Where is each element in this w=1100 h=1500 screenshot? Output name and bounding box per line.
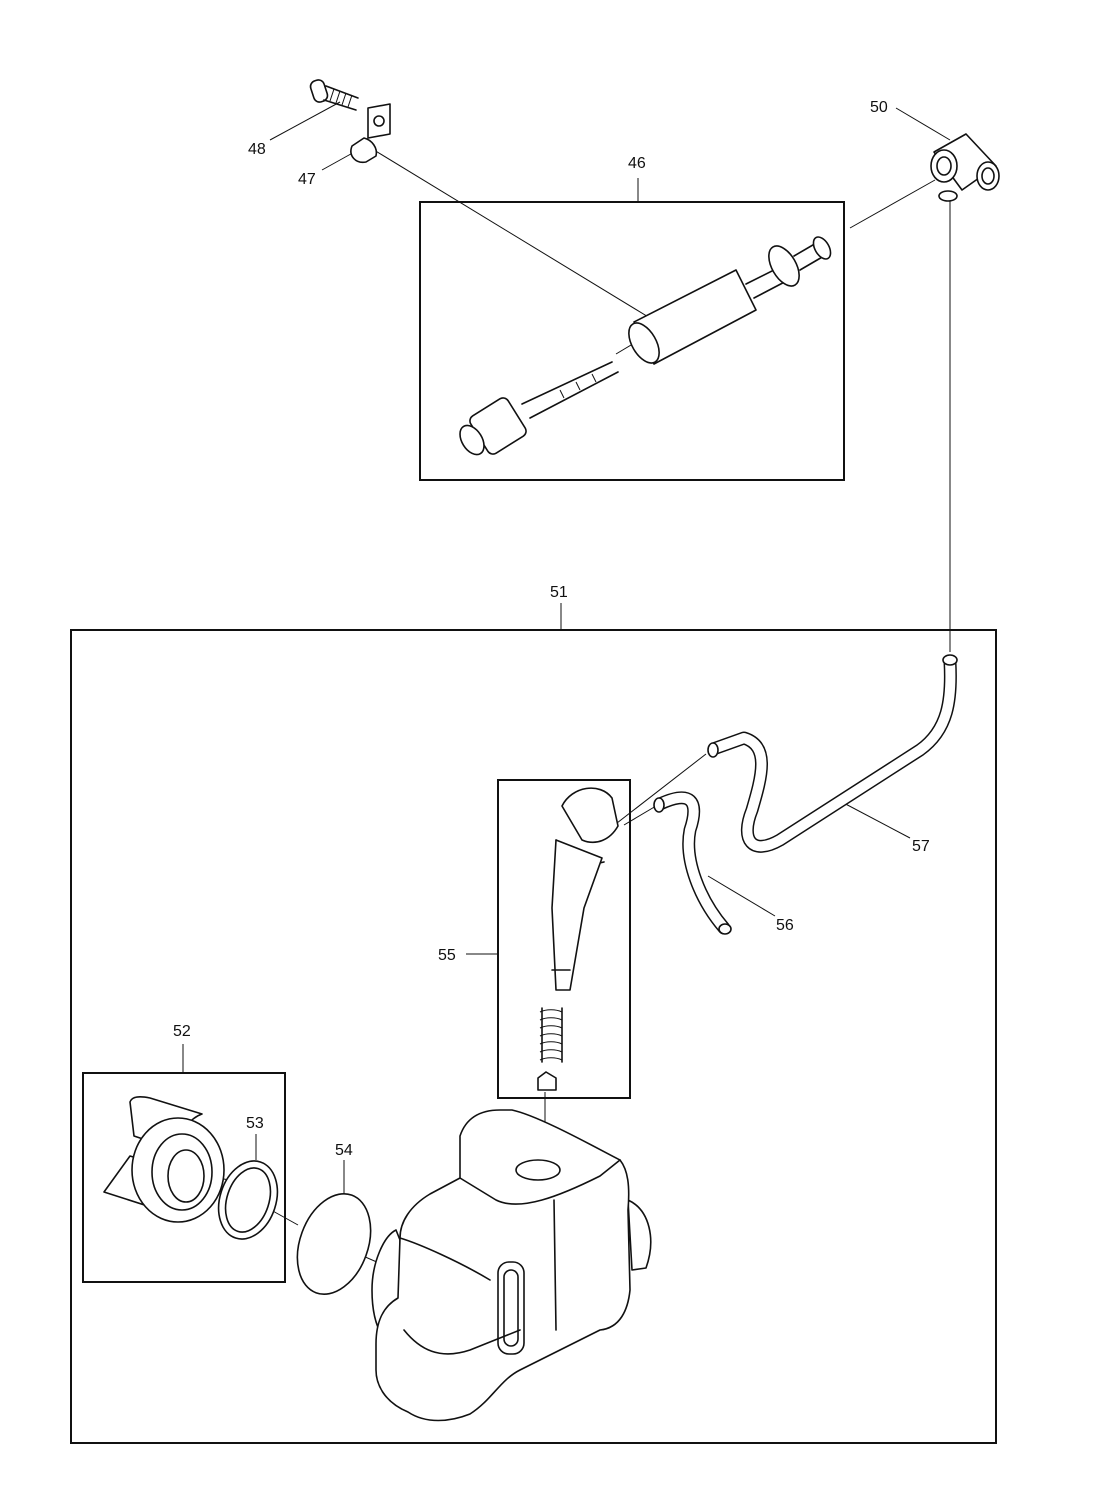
part-label-56: 56 (776, 917, 794, 934)
part-label-55: 55 (438, 947, 456, 964)
assembly-frame-51 (70, 629, 997, 1444)
gasket-53 (217, 1160, 279, 1240)
seal-54 (296, 1192, 372, 1296)
pickup-filter-55 (537, 787, 619, 1091)
part-label-52: 52 (173, 1023, 191, 1040)
part-label-46: 46 (628, 155, 646, 172)
hose-57 (707, 654, 958, 853)
elbow-fitting-50 (930, 133, 1000, 202)
assembly-frame-55 (497, 779, 631, 1099)
part-label-47: 47 (298, 171, 316, 188)
part-label-57: 57 (912, 838, 930, 855)
part-label-51: 51 (550, 584, 568, 601)
pump-shaft-46 (459, 236, 832, 456)
part-label-48: 48 (248, 141, 266, 158)
clip-47 (350, 103, 391, 164)
assembly-frame-46 (419, 201, 845, 481)
assembly-frame-52 (82, 1072, 286, 1283)
oil-tank (371, 1109, 652, 1422)
leader-lines (182, 101, 951, 1271)
hose-56 (653, 791, 732, 935)
tank-cap-52 (103, 1096, 225, 1223)
part-label-53: 53 (246, 1115, 264, 1132)
part-label-54: 54 (335, 1142, 353, 1159)
part-label-50: 50 (870, 99, 888, 116)
screw-48 (309, 79, 359, 111)
